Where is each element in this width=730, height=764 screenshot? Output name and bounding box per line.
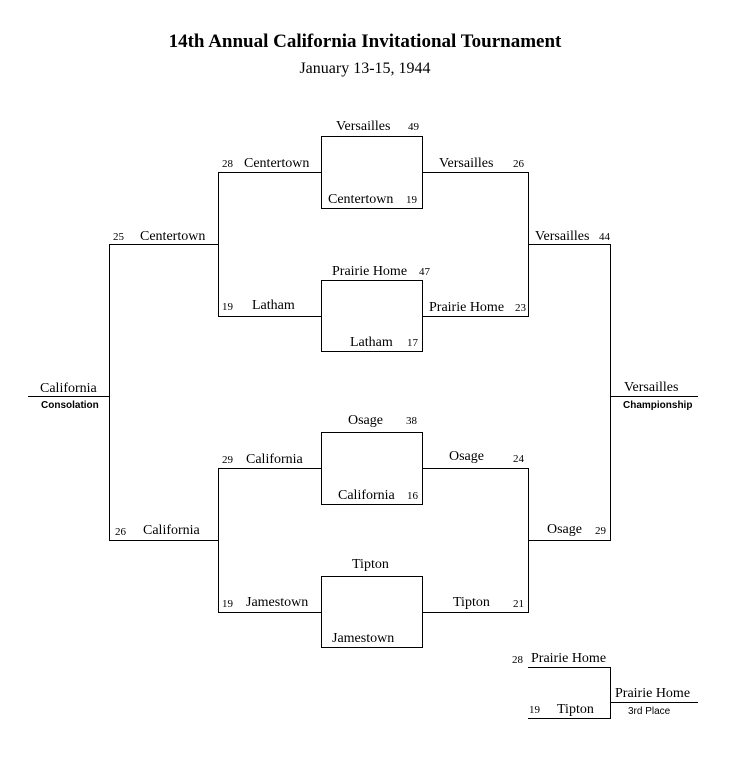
team-score: 25 (113, 231, 124, 243)
team-name: Versailles (535, 229, 590, 244)
team-score: 19 (222, 301, 233, 313)
team-name: Prairie Home (429, 300, 505, 315)
team-score: 19 (529, 704, 540, 716)
consolation-label: Consolation (41, 400, 99, 411)
team-score: 23 (515, 302, 526, 314)
bracket-line (610, 244, 611, 541)
third-place-label: 3rd Place (628, 706, 671, 717)
team-name: Latham (350, 335, 393, 350)
bracket-line (423, 316, 529, 317)
team-name: Osage (547, 522, 582, 537)
team-score: 19 (222, 598, 233, 610)
game-box-3 (321, 432, 423, 505)
team-score: 47 (419, 266, 430, 278)
team-name: California (246, 452, 303, 467)
team-score: 17 (407, 337, 418, 349)
team-name: Centertown (244, 156, 310, 171)
page-title: 14th Annual California Invitational Tour… (168, 31, 562, 52)
championship-winner: Versailles (624, 380, 679, 395)
bracket-line (218, 316, 321, 317)
bracket-line (109, 540, 219, 541)
team-score: 28 (512, 654, 523, 666)
bracket-line (528, 667, 611, 668)
bracket-line (218, 612, 321, 613)
team-name: California (143, 523, 200, 538)
team-score: 24 (513, 453, 524, 465)
team-name: Osage (449, 449, 484, 464)
team-score: 28 (222, 158, 233, 170)
team-name: Tipton (453, 595, 490, 610)
bracket-line (423, 172, 529, 173)
team-name: Jamestown (332, 631, 395, 646)
bracket-line (218, 468, 321, 469)
page-subtitle: January 13-15, 1944 (299, 60, 431, 77)
consolation-winner: California (40, 381, 97, 396)
team-score: 44 (599, 231, 610, 243)
bracket-line (109, 244, 110, 541)
bracket-line (109, 244, 219, 245)
game-box-1 (321, 136, 423, 209)
team-name: Tipton (557, 702, 594, 717)
bracket-line (423, 468, 529, 469)
game-box-4 (321, 576, 423, 648)
team-name: Jamestown (246, 595, 309, 610)
bracket-line (610, 702, 698, 703)
team-score: 26 (115, 526, 126, 538)
team-score: 29 (595, 525, 606, 537)
team-name: Tipton (352, 557, 389, 572)
team-score: 16 (407, 490, 418, 502)
team-name: Versailles (439, 156, 494, 171)
third-place-winner: Prairie Home (615, 686, 691, 701)
bracket-line (610, 667, 611, 719)
team-score: 21 (513, 598, 524, 610)
bracket-line (610, 396, 698, 397)
team-name: Centertown (328, 192, 394, 207)
bracket-line (528, 540, 611, 541)
team-name: Centertown (140, 229, 206, 244)
bracket-line (528, 718, 611, 719)
team-name: Latham (252, 298, 295, 313)
team-score: 19 (406, 194, 417, 206)
team-name: Osage (348, 413, 383, 428)
team-score: 29 (222, 454, 233, 466)
bracket-line (423, 612, 529, 613)
team-name: Versailles (336, 119, 391, 134)
bracket-line (28, 396, 110, 397)
team-name: Prairie Home (332, 264, 408, 279)
team-score: 26 (513, 158, 524, 170)
team-score: 49 (408, 121, 419, 133)
team-score: 38 (406, 415, 417, 427)
team-name: Prairie Home (531, 651, 607, 666)
bracket-line (528, 244, 611, 245)
bracket-line (218, 172, 321, 173)
team-name: California (338, 488, 395, 503)
championship-label: Championship (623, 400, 693, 411)
game-box-2 (321, 280, 423, 352)
